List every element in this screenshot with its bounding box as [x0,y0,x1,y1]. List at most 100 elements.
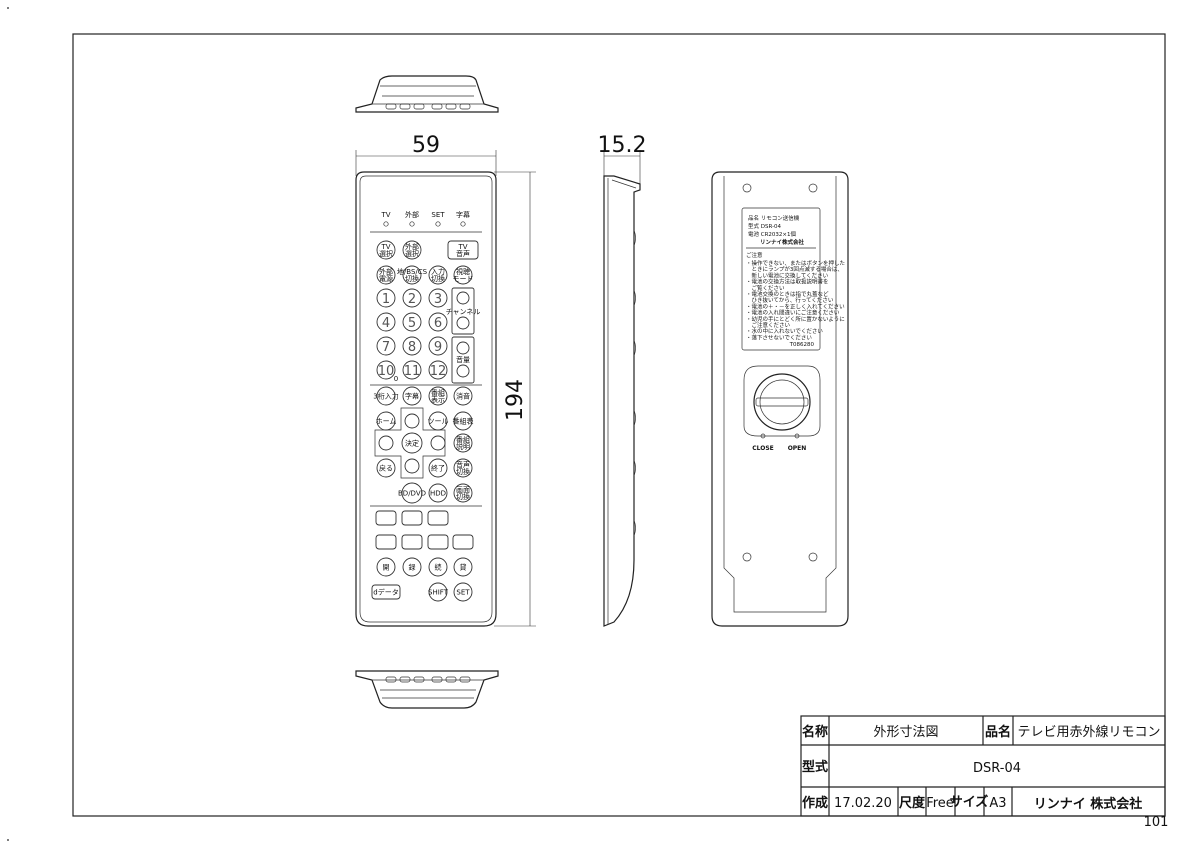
rocker-up-icon[interactable] [456,291,470,305]
caution-line: ・落下させないでください [746,333,812,341]
play-icon[interactable] [401,510,423,526]
svg-text:番組: 番組 [431,388,445,397]
svg-text:SET: SET [456,589,470,597]
svg-text:ツール: ツール [428,418,449,426]
indicator-label: TV [380,211,390,219]
number-button-9[interactable]: 9 [428,336,448,356]
caution-line: ひき抜いてから、行ってください [746,296,834,304]
svg-text:音声: 音声 [456,249,470,258]
number-button-1[interactable]: 1 [376,288,396,308]
ten-subscript: 0 [394,375,398,383]
label-line: 電池 CR2032×1個 [748,230,797,238]
fast-forward-icon[interactable] [427,510,449,526]
number-button-3[interactable]: 3 [428,288,448,308]
skip-forward-icon[interactable] [452,534,474,550]
dpad-up-icon[interactable] [404,413,420,429]
title-block: 名称 外形寸法図 品名 テレビ用赤外線リモコン 型式 DSR-04 作成 17.… [800,715,1169,830]
rewind-icon[interactable] [375,510,397,526]
number-button-11[interactable]: 11 [402,360,422,380]
svg-text:番組: 番組 [456,435,470,444]
indicator-label: 外部 [405,210,419,219]
number-button-7[interactable]: 7 [376,336,396,356]
rocker-up-icon[interactable] [456,341,470,355]
side-view [603,175,641,627]
number-button-2[interactable]: 2 [402,288,422,308]
color-button[interactable]: 開 [376,557,396,577]
bd-dvd-button[interactable]: BD/DVD [398,482,426,504]
svg-text:消音: 消音 [456,392,470,401]
model-value: DSR-04 [973,761,1021,776]
caution-line: ・水の中に入れないでください [746,327,823,335]
svg-text:切換: 切換 [405,274,419,283]
dpad-right-icon[interactable] [430,435,446,451]
exit-button[interactable]: 終了 [428,458,448,478]
home-button[interactable]: ホーム [376,411,397,431]
dimension-width: 59 [355,133,497,176]
number-button-5[interactable]: 5 [402,312,422,332]
svg-text:dデータ: dデータ [373,588,398,597]
stop-icon[interactable] [401,534,423,550]
svg-text:録: 録 [409,563,416,572]
svg-text:決定: 決定 [405,439,419,448]
rocker-down-icon[interactable] [456,316,470,330]
number-button-12[interactable]: 12 [428,360,448,380]
svg-text:ホーム: ホーム [376,418,397,426]
svg-text:3: 3 [434,292,442,307]
number-button-4[interactable]: 4 [376,312,396,332]
caution-line: ・電池の入れ間違いにご注意ください [746,309,840,317]
color-button[interactable]: 続 [428,557,448,577]
caution-line: ・幼児の手にとどく所に置かないように [746,315,845,323]
tool-button[interactable]: ツール [428,411,449,431]
pause-icon[interactable] [375,534,397,550]
function-button[interactable]: 3桁入力 [373,386,399,406]
svg-text:表示: 表示 [431,395,445,404]
function-button[interactable]: 字幕 [402,386,422,406]
channel-label: チャンネル [446,308,481,316]
battery-cover[interactable] [753,373,811,431]
size-value: A3 [989,796,1006,811]
width-value: 59 [412,133,440,158]
d-data-button[interactable]: dデータ [371,584,401,600]
sheet-number: 101 [1144,815,1169,830]
indicator-led [435,221,441,227]
label-brand: リンナイ株式会社 [760,238,805,246]
enter-button[interactable]: 決定 [401,432,423,454]
svg-text:入力: 入力 [431,267,445,276]
svg-text:戻る: 戻る [379,464,393,473]
svg-text:終了: 終了 [431,464,445,473]
skip-back-icon[interactable] [427,534,449,550]
indicator-led [460,221,466,227]
caution-line: ご注意ください [746,321,791,329]
shift-button[interactable]: SHIFT [428,582,449,602]
drawing-border [72,33,1166,817]
set-button[interactable]: SET [453,582,473,602]
color-button[interactable]: 録 [402,557,422,577]
number-button-10[interactable]: 10 [376,360,396,380]
back-button[interactable]: 戻る [376,458,396,478]
caution-line: ・電池の＋・－を正しく入れてください [746,302,845,310]
rocker-down-icon[interactable] [456,364,470,378]
dpad-down-icon[interactable] [404,458,420,474]
function-button[interactable]: 消音 [453,386,473,406]
dimension-depth: 15.2 [598,133,646,190]
number-button-8[interactable]: 8 [402,336,422,356]
epg-button[interactable]: 番組表 [453,411,474,431]
number-button-6[interactable]: 6 [428,312,448,332]
dpad-left-icon[interactable] [378,435,394,451]
svg-text:地/BS/CS: 地/BS/CS [397,267,428,276]
hdd-button[interactable]: HDD [428,483,448,503]
color-button[interactable]: 貸 [453,557,473,577]
label-line: 型式 DSR-04 [748,222,782,230]
